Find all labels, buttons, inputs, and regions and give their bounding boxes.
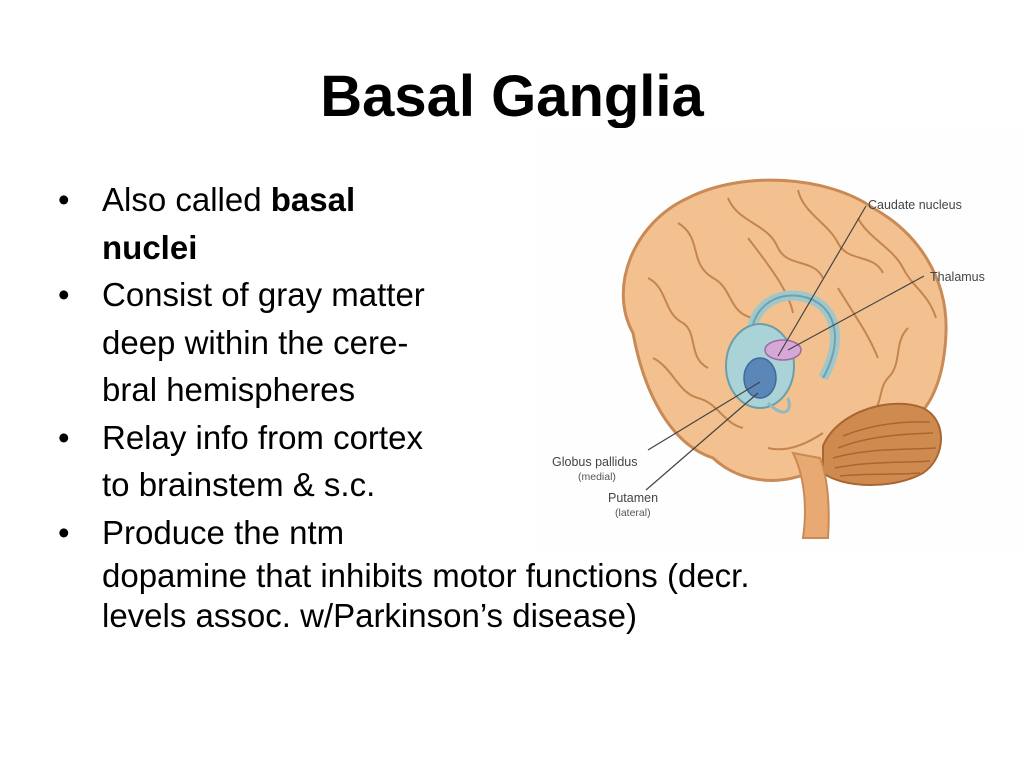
bullet-line: bral hemispheres (102, 371, 356, 408)
globus-pallidus-shape (743, 357, 777, 399)
label-caudate-nucleus: Caudate nucleus (868, 198, 962, 212)
bold-term-part2: nuclei (102, 228, 198, 266)
bold-term-part1: basal (270, 181, 356, 218)
bullet-marker: • (58, 181, 70, 218)
bullet-item: • Produce the ntm dopamine that inhibits… (58, 509, 958, 637)
label-putamen: Putamen (608, 491, 658, 505)
bullet-line: to brainstem & s.c. (102, 466, 376, 503)
label-thalamus: Thalamus (930, 270, 985, 284)
bullet-marker: • (58, 418, 70, 456)
bullet-line: Consist of gray matter (102, 276, 425, 313)
bullet-item: • Also called basal nuclei (58, 176, 958, 271)
bullet-line: Relay info from cortex (102, 418, 423, 456)
cerebrum (621, 178, 948, 482)
bullet-item: • Relay info from cortex to brainstem & … (58, 414, 958, 509)
bullet-marker: • (58, 513, 70, 551)
label-putamen-sub: (lateral) (615, 507, 651, 519)
pointer-lines (645, 205, 925, 491)
label-globus-pallidus-sub: (medial) (578, 471, 616, 483)
slide-title: Basal Ganglia (320, 64, 704, 129)
bullet-line: deep within the cere- (102, 323, 409, 361)
brain-illustration: Caudate nucleus Thalamus Globus pallidus… (538, 128, 1024, 554)
label-globus-pallidus: Globus pallidus (552, 455, 637, 469)
brainstem (791, 451, 830, 539)
brain-diagram: Caudate nucleus Thalamus Globus pallidus… (552, 178, 985, 539)
bullet-item: • Consist of gray matter deep within the… (58, 271, 958, 414)
bullet-marker: • (58, 276, 70, 313)
thalamus-shape (764, 339, 802, 361)
bullet-line: Produce the ntm (102, 513, 345, 551)
bullet-text: Also called (102, 181, 271, 218)
bullet-line: levels assoc. w/Parkinson’s disease) (102, 597, 637, 634)
bullet-list: • Also called basal nuclei • Consist of … (58, 176, 958, 636)
bullet-line: dopamine that inhibits motor functions (… (102, 557, 750, 594)
